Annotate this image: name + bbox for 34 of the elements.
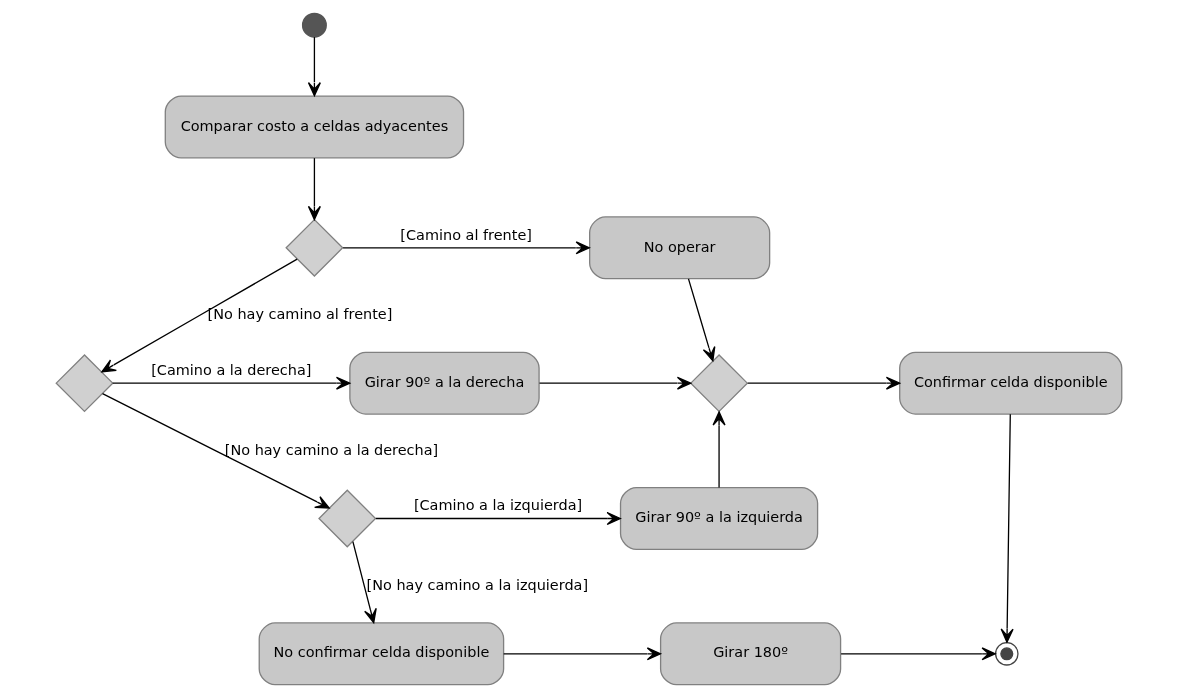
- arrow: [112, 376, 351, 390]
- node-box: Girar 180º: [659, 622, 842, 686]
- node-circle: [994, 641, 1019, 666]
- arrow: [101, 392, 330, 509]
- node-box: Comparar costo a celdas adyacentes: [164, 95, 465, 159]
- node-box: No confirmar celda disponible: [258, 622, 505, 686]
- node-diamond: [285, 218, 344, 277]
- edge-label: [Camino a la izquierda]: [413, 497, 583, 514]
- node-box: No operar: [589, 216, 771, 280]
- node-diamond: [55, 354, 114, 413]
- node-diamond: [689, 354, 749, 413]
- node-circle: [301, 12, 327, 38]
- arrow: [375, 511, 621, 526]
- edge-label: [No hay camino a la izquierda]: [366, 576, 589, 593]
- arrow: [747, 376, 901, 390]
- arrow: [352, 541, 377, 624]
- arrow: [307, 36, 321, 97]
- edge-label: [No hay camino a la derecha]: [224, 441, 439, 458]
- arrow: [538, 376, 692, 390]
- arrow: [840, 647, 996, 661]
- arrow: [687, 278, 716, 362]
- node-box: Confirmar celda disponible: [899, 351, 1123, 415]
- arrow: [342, 241, 590, 255]
- node-diamond: [318, 489, 377, 548]
- edge-label: [Camino a la derecha]: [151, 362, 312, 379]
- arrow: [307, 157, 321, 221]
- edge-label: [Camino al frente]: [400, 226, 532, 243]
- arrow: [503, 647, 662, 661]
- node-box: Girar 90º a la izquierda: [619, 486, 819, 550]
- arrow: [712, 411, 726, 489]
- arrow: [1000, 413, 1014, 643]
- arrow: [101, 258, 298, 373]
- node-box: Girar 90º a la derecha: [349, 351, 540, 415]
- edge-label: [No hay camino al frente]: [207, 306, 393, 323]
